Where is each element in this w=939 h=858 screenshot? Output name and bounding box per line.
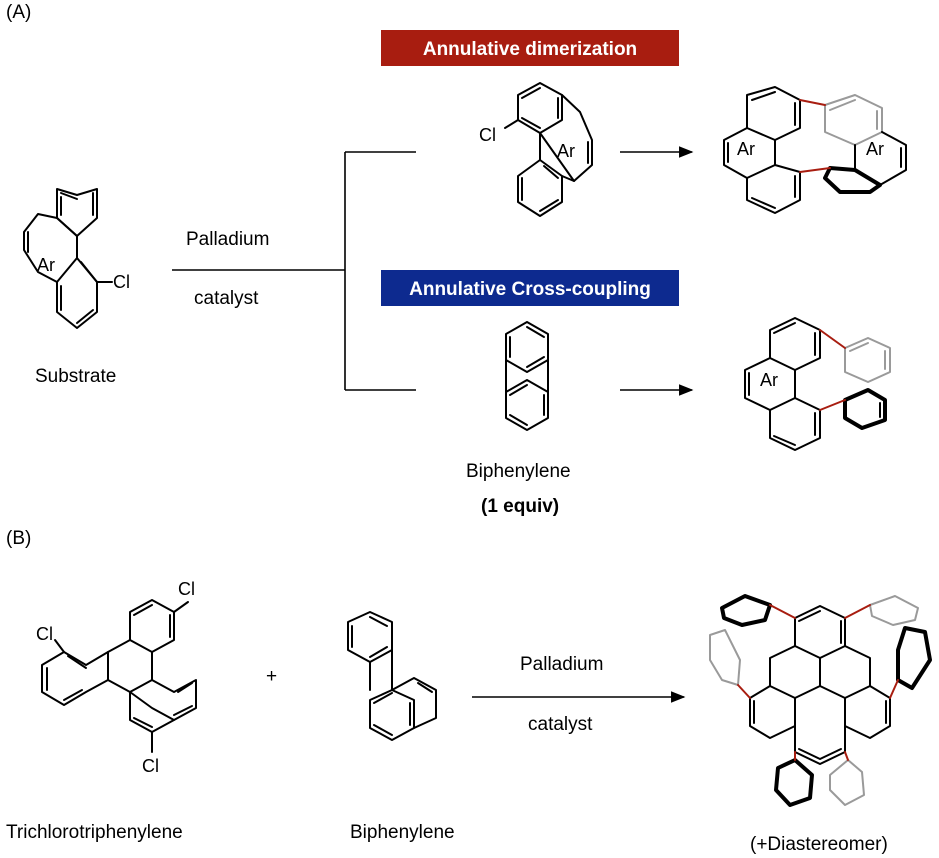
substrate-ar-label: Ar: [37, 255, 55, 275]
plus-sign: +: [266, 666, 277, 687]
substrate-structure: [23, 188, 113, 329]
trichlorotriphenylene-structure: [41, 599, 197, 753]
dimerization-product-ar2-label: Ar: [866, 139, 884, 159]
cross-coupling-product-ar-label: Ar: [760, 370, 778, 390]
dimerization-product-ar1-label: Ar: [737, 139, 755, 159]
cross-coupling-banner: [381, 270, 679, 306]
branch-line: [172, 151, 416, 391]
panel-b-condition-2: catalyst: [528, 714, 593, 735]
dimerization-reagent-cl-label: Cl: [479, 125, 496, 145]
cross-coupling-banner-text: Annulative Cross-coupling: [409, 279, 651, 300]
substrate-label: Substrate: [35, 366, 116, 387]
dimerization-banner-text: Annulative dimerization: [423, 39, 637, 60]
cross-coupling-product-structure: [744, 317, 891, 451]
trichloro-cl2-label: Cl: [36, 624, 53, 644]
panel-b-condition-1: Palladium: [520, 654, 603, 675]
dimerization-reagent-structure: [504, 82, 593, 217]
biphenylene-reagent-b-structure: [347, 611, 437, 741]
biphenylene-reagent-a-structure: [505, 321, 549, 431]
trichloro-label: Trichlorotriphenylene: [6, 822, 183, 843]
panel-b-label: (B): [6, 528, 31, 549]
panel-a-condition-1: Palladium: [186, 229, 269, 250]
biphenylene-reagent-a-label: Biphenylene: [466, 461, 571, 482]
biphenylene-equiv-label: (1 equiv): [481, 496, 559, 517]
dimerization-product-structure: [723, 86, 907, 214]
panel-a-condition-2: catalyst: [194, 288, 259, 309]
trichloro-cl3-label: Cl: [142, 756, 159, 776]
panel-a-label: (A): [6, 2, 31, 23]
trichloro-cl1-label: Cl: [178, 579, 195, 599]
dimerization-banner: [381, 30, 679, 66]
dimerization-reagent-ar-label: Ar: [557, 141, 575, 161]
diastereomer-note: (+Diastereomer): [750, 834, 888, 855]
biphenylene-reagent-b-label: Biphenylene: [350, 822, 455, 843]
substrate-cl-label: Cl: [113, 272, 130, 292]
panel-b-product-structure: [709, 594, 932, 807]
